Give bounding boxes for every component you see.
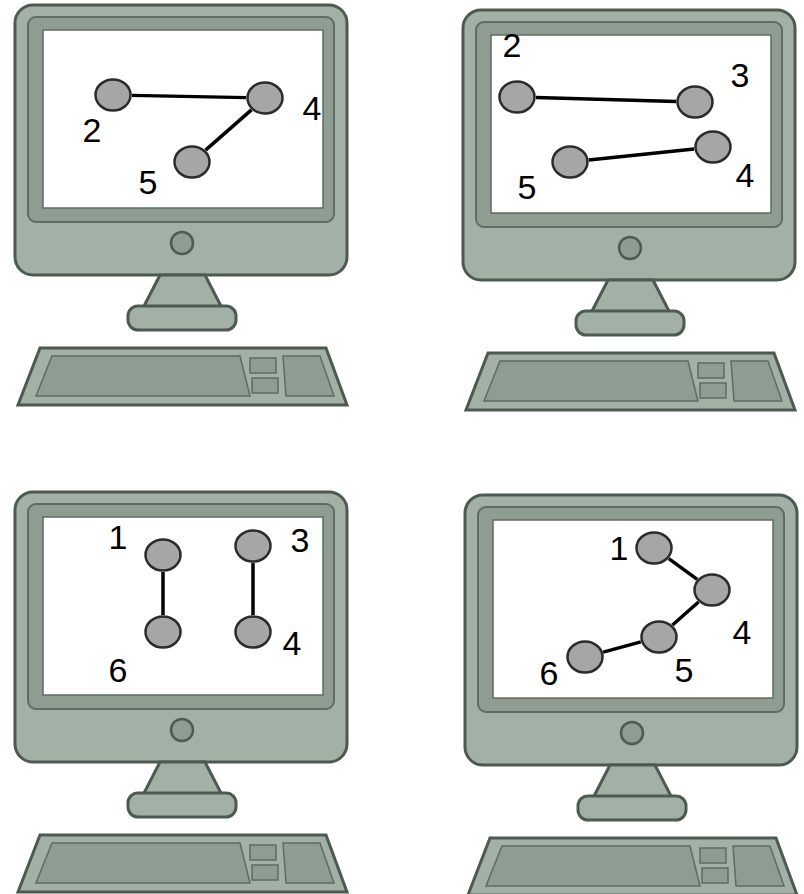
vertex-number: 6 bbox=[109, 653, 128, 687]
graph-edge bbox=[206, 110, 252, 150]
graph-vertex: 6 bbox=[566, 640, 604, 674]
vertex-number: 4 bbox=[303, 91, 322, 125]
graph-vertex: 5 bbox=[173, 145, 211, 179]
vertex-number: 2 bbox=[83, 113, 102, 147]
graph-vertex: 3 bbox=[676, 85, 714, 119]
graph-vertex: 4 bbox=[693, 573, 731, 607]
vertex-number: 1 bbox=[109, 520, 128, 554]
vertex-number: 5 bbox=[139, 165, 158, 199]
vertex-circle bbox=[551, 145, 589, 179]
vertex-circle bbox=[498, 80, 536, 114]
vertex-number: 5 bbox=[675, 653, 694, 687]
graph-vertex: 1 bbox=[635, 531, 673, 565]
vertex-circle bbox=[144, 615, 182, 649]
graph-edge bbox=[603, 642, 641, 652]
graph-edge bbox=[163, 572, 164, 615]
monitor bbox=[15, 5, 347, 405]
vertex-number: 4 bbox=[283, 626, 302, 660]
vertex-circle bbox=[234, 529, 272, 563]
graph-vertex: 3 bbox=[234, 529, 272, 563]
vertex-circle bbox=[246, 81, 284, 115]
vertex-circle bbox=[144, 538, 182, 572]
vertex-circle bbox=[693, 573, 731, 607]
vertex-number: 5 bbox=[518, 170, 537, 204]
graph-vertex: 6 bbox=[144, 615, 182, 649]
graph-edge bbox=[253, 563, 254, 615]
graph-vertex: 4 bbox=[246, 81, 284, 115]
vertex-circle bbox=[173, 145, 211, 179]
graph-edge bbox=[589, 149, 694, 160]
monitor bbox=[465, 495, 797, 894]
vertex-circle bbox=[635, 531, 673, 565]
graph-vertex: 4 bbox=[234, 615, 272, 649]
monitor bbox=[15, 492, 347, 892]
vertex-number: 3 bbox=[291, 523, 310, 557]
graph-vertex: 5 bbox=[640, 620, 678, 654]
vertex-number: 1 bbox=[610, 531, 629, 565]
vertex-circle bbox=[566, 640, 604, 674]
graph-vertex: 2 bbox=[498, 80, 536, 114]
vertex-circle bbox=[234, 615, 272, 649]
graph-vertex: 2 bbox=[94, 78, 132, 112]
vertex-number: 4 bbox=[733, 615, 752, 649]
graph-vertex: 4 bbox=[694, 130, 732, 164]
graph-edge bbox=[536, 98, 676, 102]
vertex-circle bbox=[94, 78, 132, 112]
vertex-number: 2 bbox=[503, 28, 522, 62]
graph-edge bbox=[672, 602, 698, 625]
vertex-circle bbox=[676, 85, 714, 119]
vertex-number: 4 bbox=[736, 158, 755, 192]
vertex-number: 6 bbox=[540, 656, 559, 690]
graph-vertex: 5 bbox=[551, 145, 589, 179]
vertex-number: 3 bbox=[731, 58, 750, 92]
vertex-circle bbox=[640, 620, 678, 654]
graph-vertex: 1 bbox=[144, 538, 182, 572]
graph-edge bbox=[669, 559, 697, 580]
monitor bbox=[463, 10, 795, 410]
graph-edge bbox=[132, 95, 246, 97]
vertex-circle bbox=[694, 130, 732, 164]
